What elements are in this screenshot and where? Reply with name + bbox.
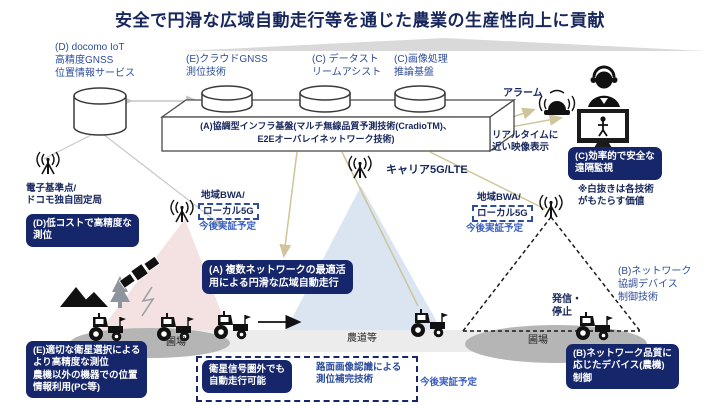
siren-icon [538,89,576,115]
bwa-left-future: 今後実証予定 [199,221,257,232]
bwa-left-antenna-icon [170,199,194,223]
cylinder-e-icon [201,85,253,113]
alarm-label: アラーム [503,88,543,99]
badge-out-of-range: 衛星信号圏外でも 自動走行可能 [202,360,293,393]
bwa-left-local5g-box: ローカル5G [198,203,259,220]
badge-device-control: (B)ネットワーク品質に 応じたデバイス(農機) 制御 [566,344,679,390]
b-tech-label: (B)ネットワーク 協調デバイス 制御技術 [618,266,692,303]
infra-box [159,98,517,153]
operator-icon [588,65,620,107]
banner-arrow [185,38,705,51]
satellite-icon [118,255,161,317]
realtime-label: リアルタイムに 近い映像表示 [492,130,559,154]
field-right-label: 圃場 [528,335,548,346]
badge-multi-network: (A) 複数ネットワークの最適活 用による円滑な広域自動走行 [202,260,353,294]
coverage-cone-blue [276,186,452,349]
note-whiteout: ※白抜きは各技術 がもたらす価値 [578,184,654,208]
badge-satellite-select: (E)適切な衛星選択による より高精度な測位 農機以外の機器での位置 情報利用(… [26,341,148,399]
road-recog-label: 路面画像認識による 測位補完技術 [316,362,402,386]
d-service-label: (D) docomo IoT 高精度GNSS 位置情報サービス [55,42,135,79]
road-label: 農道等 [347,333,377,344]
base-station-antenna-icon [36,151,60,175]
d-cylinder-icon [73,87,127,136]
monitor-icon [577,109,629,151]
field-left-label: 圃場 [166,337,186,348]
bwa-right-antenna-icon [539,194,563,218]
badge-low-cost: (D)低コストで高精度な 測位 [26,214,139,247]
hasshin-label: 発信・ 停止 [552,294,582,318]
page-title: 安全で円滑な広域自動走行等を通じた農業の生産性向上に貢献 [115,11,605,30]
cylinder-c1-icon [299,85,351,113]
bwa-right-local5g-box: ローカル5G [472,205,533,222]
e-gnss-label: (E)クラウドGNSS 測位技術 [186,54,268,78]
cylinder-c2-icon [394,85,446,113]
future-bottom-label: 今後実証予定 [420,377,478,388]
road [190,330,538,352]
badge-remote-monitoring: (C)効率的で安全な 遠隔監視 [568,147,662,180]
dashed-future-box [196,356,418,402]
c-image-label: (C)画像処理 推論基盤 [394,54,448,78]
c-stream-label: (C) データスト リームアシスト [312,54,382,78]
bwa-right-future: 今後実証予定 [466,223,524,234]
satellite-signal-icon [141,286,155,317]
base-station-label: 電子基準点/ ドコモ独自固定局 [26,183,103,207]
coverage-cone-dashed [462,216,641,332]
mountains-icon [60,287,108,307]
bwa-left-label: 地域BWA/ [201,190,245,201]
bwa-right-label: 地域BWA/ [477,192,521,203]
carrier-antenna-icon [348,155,372,179]
coverage-cone-pink [93,219,232,340]
carrier-label: キャリア5G/LTE [386,164,468,176]
infra-box-label: (A)協調型インフラ基盤(マルチ無線品質予測技術(CradioTM)、 E2Eオ… [200,121,452,145]
